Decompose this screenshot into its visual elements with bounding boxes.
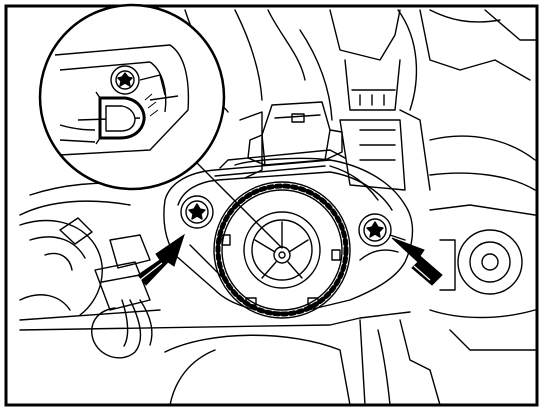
right-torx-screw [358,213,392,247]
bottom-structure [19,311,536,406]
gear-teeth [215,183,349,317]
detail-inset [38,3,226,191]
arrow-right-screw [391,237,443,286]
left-lower-components [19,217,161,359]
electrical-connector [247,101,343,166]
left-torx-screw [180,195,214,229]
inset-leader-line [191,157,283,249]
arrow-left-screw [137,233,185,286]
right-pulley [429,204,536,319]
